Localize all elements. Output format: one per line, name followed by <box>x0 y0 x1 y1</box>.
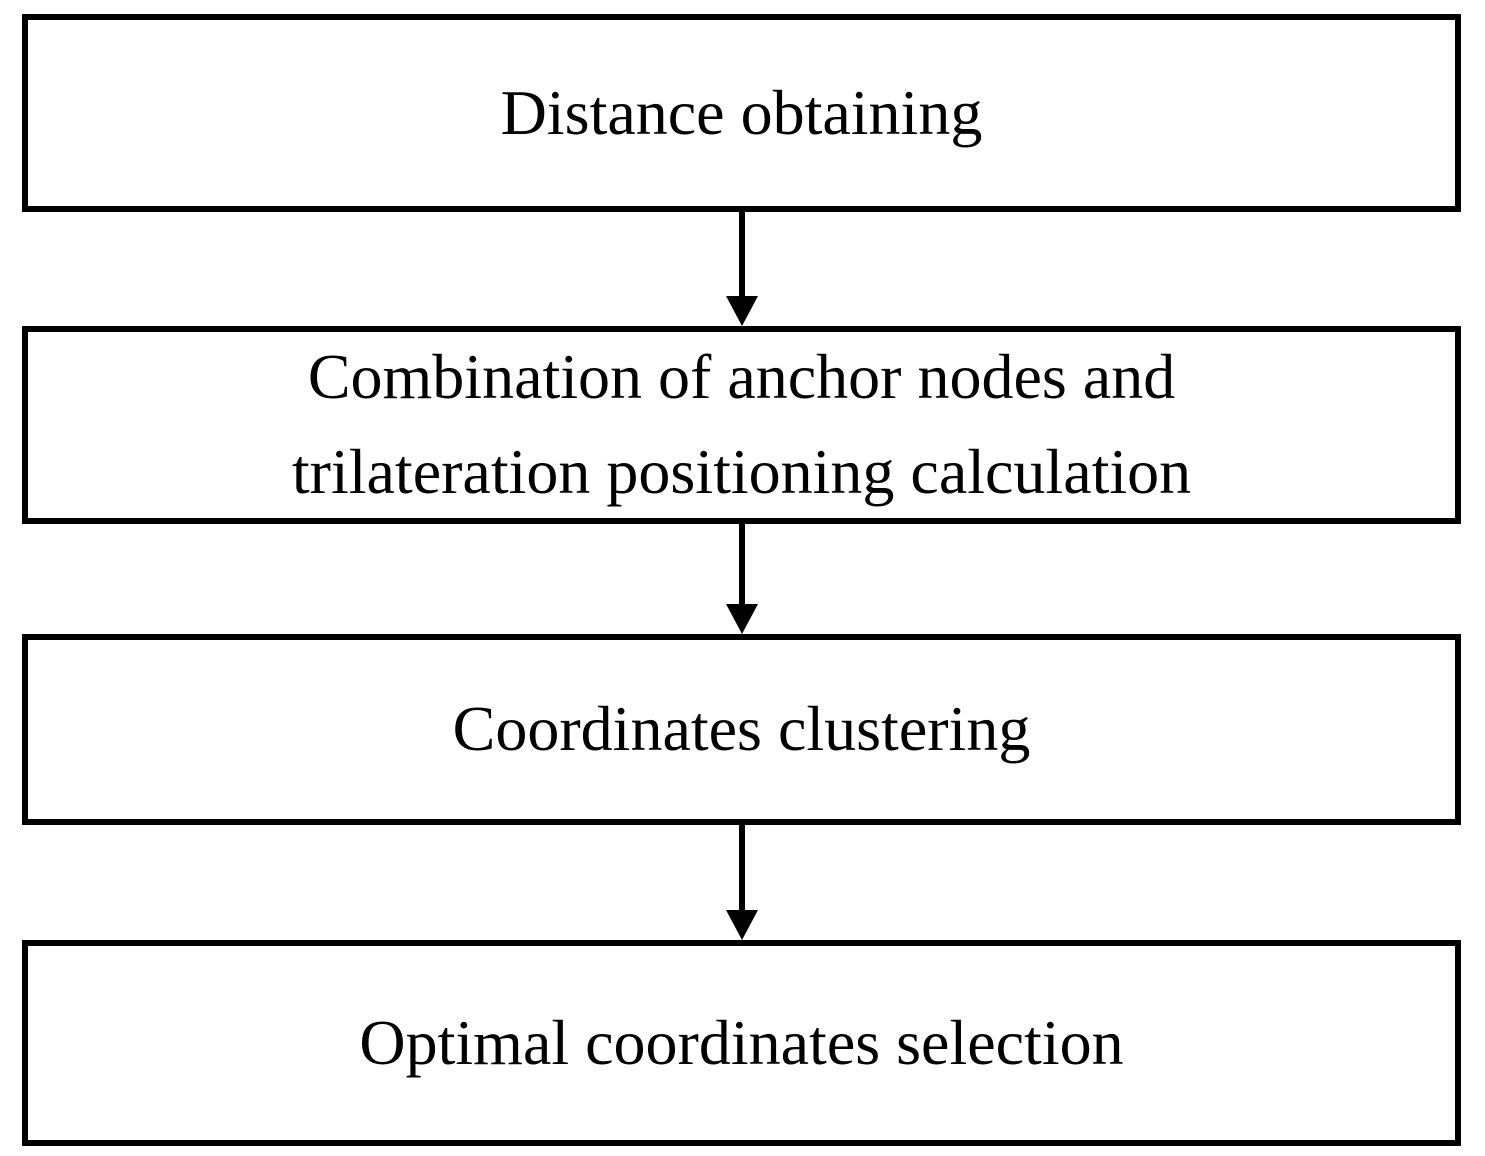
arrow-head <box>726 910 758 940</box>
flow-step-distance-obtaining: Distance obtaining <box>22 14 1461 212</box>
arrow-head <box>726 296 758 326</box>
flow-step-label: Distance obtaining <box>500 76 983 148</box>
flow-arrow-down-icon <box>726 524 758 634</box>
arrow-stem <box>739 212 745 296</box>
arrow-stem <box>739 825 745 910</box>
arrow-head <box>726 604 758 634</box>
flow-step-label: Coordinates clustering <box>452 693 1031 765</box>
flow-step-combination-trilateration: Combination of anchor nodes and trilater… <box>22 326 1461 524</box>
flow-step-optimal-coordinates-selection: Optimal coordinates selection <box>22 940 1461 1146</box>
flow-arrow-down-icon <box>726 212 758 326</box>
flow-step-coordinates-clustering: Coordinates clustering <box>22 634 1461 825</box>
flow-step-label: Optimal coordinates selection <box>359 1006 1124 1078</box>
flow-arrow-down-icon <box>726 825 758 940</box>
arrow-stem <box>739 524 745 604</box>
flow-step-label: Combination of anchor nodes and trilater… <box>291 341 1192 507</box>
